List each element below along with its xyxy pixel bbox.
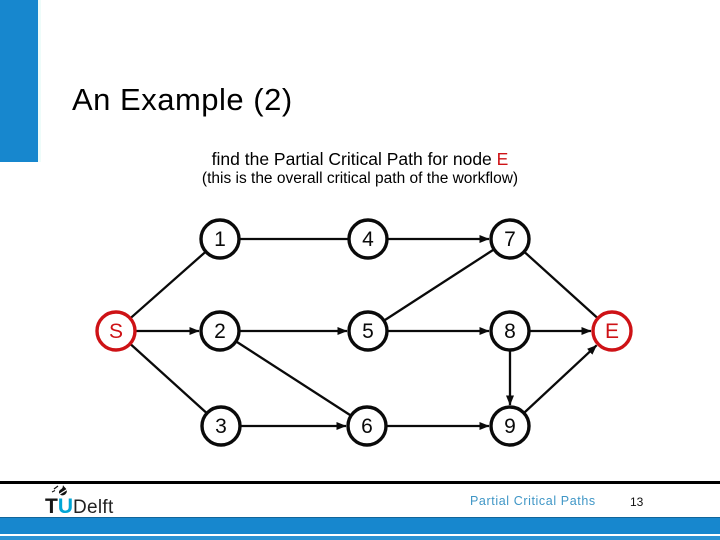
node-label-E: E — [605, 320, 619, 343]
graph-node-3: 3 — [200, 405, 242, 447]
node-circle-4 — [347, 218, 389, 260]
graph-node-7: 7 — [489, 218, 531, 260]
node-circle-5 — [347, 310, 389, 352]
sidebar-accent-bar — [0, 0, 38, 162]
graph-node-6: 6 — [346, 405, 388, 447]
node-circle-6 — [346, 405, 388, 447]
node-label-S: S — [109, 320, 123, 343]
bottom-accent-strip — [0, 536, 720, 540]
subtitle-line1-text: find the Partial Critical Path for node — [211, 149, 497, 169]
graph-edge-2-6 — [236, 340, 351, 417]
graph-node-9: 9 — [489, 405, 531, 447]
tu-delft-logo: TUDelft — [45, 484, 155, 519]
logo-letter-t: T — [45, 495, 58, 518]
node-circle-3 — [200, 405, 242, 447]
node-circle-8 — [489, 310, 531, 352]
logo-letter-u: U — [57, 495, 73, 518]
node-circle-S — [95, 310, 137, 352]
logo-wordmark: TUDelft — [45, 495, 114, 519]
page-number: 13 — [630, 495, 644, 509]
node-label-2: 2 — [214, 320, 226, 343]
graph-node-E: E — [591, 310, 633, 352]
graph-edge-S-1 — [130, 251, 206, 319]
sidebar-accent-edge — [38, 0, 41, 162]
page-title: An Example (2) — [72, 82, 293, 117]
node-label-9: 9 — [504, 415, 516, 438]
footer-divider-line — [0, 481, 720, 484]
graph-node-1: 1 — [199, 218, 241, 260]
graph-node-2: 2 — [199, 310, 241, 352]
subtitle-line2: (this is the overall critical path of th… — [201, 170, 519, 187]
node-circle-2 — [199, 310, 241, 352]
node-circle-9 — [489, 405, 531, 447]
graph-node-S: S — [95, 310, 137, 352]
subtitle-line1-highlight: E — [496, 149, 509, 169]
node-label-8: 8 — [504, 320, 516, 343]
graph-node-8: 8 — [489, 310, 531, 352]
footer-caption: Partial Critical Paths — [470, 494, 596, 508]
bottom-accent-bar — [0, 517, 720, 534]
graph-edge-7-E — [524, 251, 598, 319]
graph-edge-S-3 — [130, 343, 207, 414]
graph-edge-9-E — [523, 344, 598, 414]
subtitle-line1: find the Partial Critical Path for node … — [0, 149, 720, 170]
node-circle-E — [591, 310, 633, 352]
node-label-1: 1 — [214, 228, 226, 251]
flame-icon — [51, 485, 68, 496]
node-circle-7 — [489, 218, 531, 260]
node-label-6: 6 — [361, 415, 373, 438]
graph-node-5: 5 — [347, 310, 389, 352]
graph-edge-5-7 — [384, 248, 494, 322]
node-label-5: 5 — [362, 320, 374, 343]
graph-node-4: 4 — [347, 218, 389, 260]
logo-delft-text: Delft — [73, 497, 114, 518]
node-circle-1 — [199, 218, 241, 260]
node-label-4: 4 — [362, 228, 374, 251]
node-label-7: 7 — [504, 228, 516, 251]
node-label-3: 3 — [215, 415, 227, 438]
